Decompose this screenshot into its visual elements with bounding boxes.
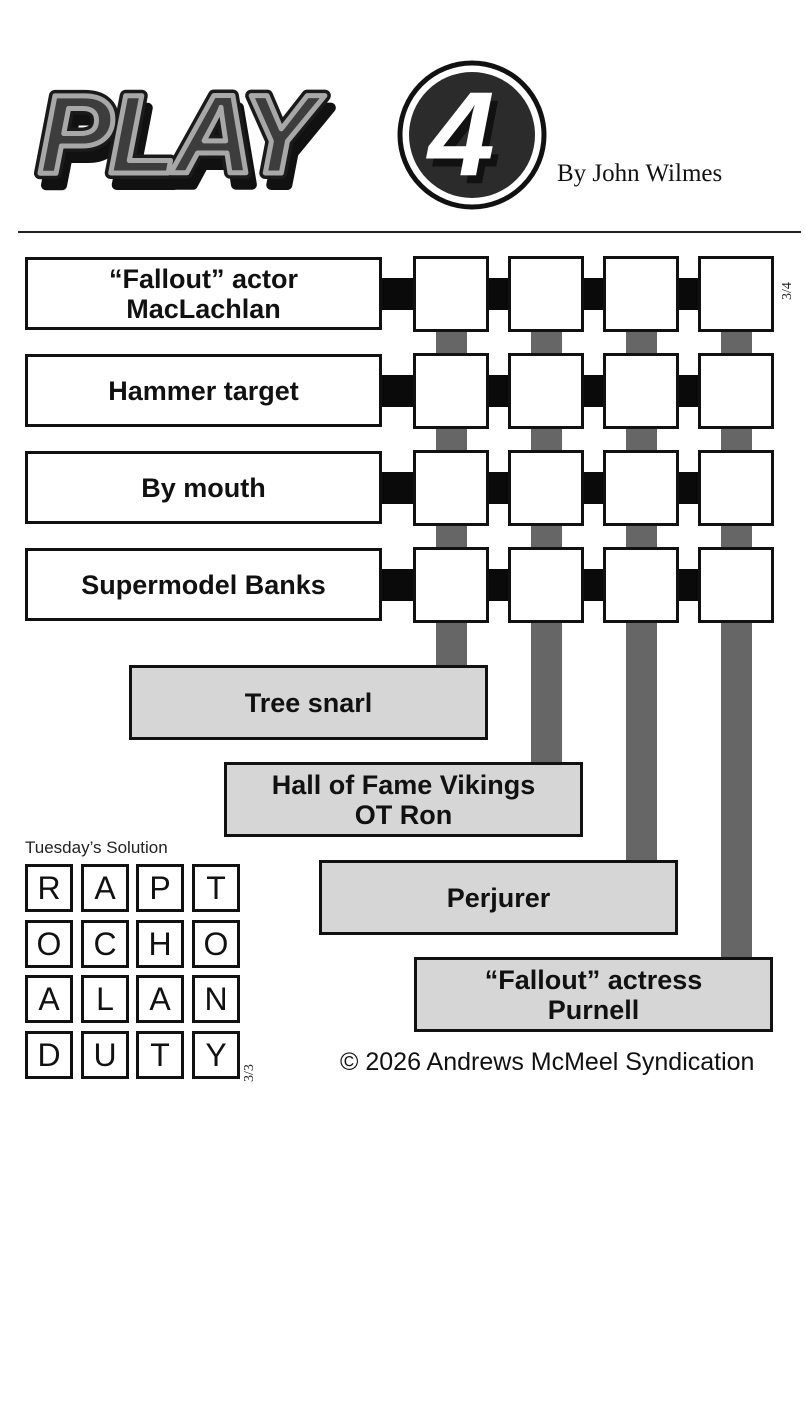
across-connector (584, 472, 603, 504)
solution-date-code: 3/3 (242, 1064, 257, 1082)
across-connector (584, 569, 603, 601)
across-connector (584, 375, 603, 407)
across-clue-1-line1: “Fallout” actor (108, 263, 298, 294)
logo-text: PLAY (38, 72, 326, 197)
grid-square-r4c4[interactable] (698, 547, 774, 623)
logo-circle-badge: 4 4 (397, 60, 547, 210)
across-connector (679, 472, 698, 504)
grid-square-r3c2[interactable] (508, 450, 584, 526)
down-connector-4 (721, 330, 752, 960)
grid-square-r4c3[interactable] (603, 547, 679, 623)
logo-four-shadow: 4 (432, 75, 501, 209)
solution-cell: N (192, 975, 240, 1023)
grid-square-r1c1[interactable] (413, 256, 489, 332)
grid-square-r2c3[interactable] (603, 353, 679, 429)
down-clue-2-line2: OT Ron (354, 799, 453, 830)
grid-square-r1c3[interactable] (603, 256, 679, 332)
across-connector (679, 569, 698, 601)
across-connector (382, 472, 413, 504)
across-connector (382, 375, 413, 407)
solution-cell: H (136, 920, 184, 968)
across-connector (489, 472, 508, 504)
grid-square-r2c2[interactable] (508, 353, 584, 429)
across-connector (489, 569, 508, 601)
across-clue-4: Supermodel Banks (25, 548, 382, 621)
across-connector (489, 375, 508, 407)
solution-title: Tuesday’s Solution (25, 838, 168, 857)
down-clue-4-line1: “Fallout” actress (484, 964, 703, 995)
across-connector (679, 375, 698, 407)
logo-four: 4 (426, 67, 495, 201)
down-clue-2-line1: Hall of Fame Vikings (271, 769, 536, 800)
solution-cell: Y (192, 1031, 240, 1079)
down-clue-1-text: Tree snarl (244, 687, 373, 718)
solution-cell: A (25, 975, 73, 1023)
grid-square-r1c4[interactable] (698, 256, 774, 332)
solution-cell: U (81, 1031, 129, 1079)
down-clue-4-line2: Purnell (547, 994, 640, 1025)
byline: By John Wilmes (557, 160, 723, 187)
grid-square-r2c4[interactable] (698, 353, 774, 429)
grid-square-r3c3[interactable] (603, 450, 679, 526)
solution-cell: A (81, 864, 129, 912)
across-connector (382, 569, 413, 601)
grid-square-r3c1[interactable] (413, 450, 489, 526)
across-connector (679, 278, 698, 310)
across-clue-2-text: Hammer target (108, 375, 299, 406)
solution-cell: C (81, 920, 129, 968)
grid-square-r3c4[interactable] (698, 450, 774, 526)
solution-cell: P (136, 864, 184, 912)
solution-cell: T (136, 1031, 184, 1079)
copyright: © 2026 Andrews McMeel Syndication (340, 1048, 755, 1076)
across-connector (382, 278, 413, 310)
header-divider (18, 231, 801, 233)
grid-square-r4c2[interactable] (508, 547, 584, 623)
logo-text-outline: PLAY (38, 72, 326, 197)
down-clue-1: Tree snarl (129, 665, 488, 740)
across-connector (584, 278, 603, 310)
grid-square-r1c2[interactable] (508, 256, 584, 332)
solution-cell: T (192, 864, 240, 912)
across-clue-3: By mouth (25, 451, 382, 524)
logo-text-shadow: PLAY (44, 84, 332, 209)
across-clue-1-line2: MacLachlan (126, 293, 281, 324)
solution-cell: R (25, 864, 73, 912)
grid-square-r2c1[interactable] (413, 353, 489, 429)
across-clue-4-text: Supermodel Banks (81, 569, 326, 600)
down-clue-3: Perjurer (319, 860, 678, 935)
logo-wordmark: PLAY PLAY PLAY (32, 66, 341, 214)
across-connector (489, 278, 508, 310)
solution-cell: D (25, 1031, 73, 1079)
solution-cell: O (192, 920, 240, 968)
across-clue-3-text: By mouth (141, 472, 266, 503)
puzzle-date-code: 3/4 (780, 282, 795, 300)
down-clue-3-text: Perjurer (446, 882, 551, 913)
solution-cell: A (136, 975, 184, 1023)
across-clue-2: Hammer target (25, 354, 382, 427)
solution-cell: L (81, 975, 129, 1023)
solution-cell: O (25, 920, 73, 968)
play4-logo: PLAY PLAY PLAY 4 4 (32, 60, 547, 214)
grid-square-r4c1[interactable] (413, 547, 489, 623)
